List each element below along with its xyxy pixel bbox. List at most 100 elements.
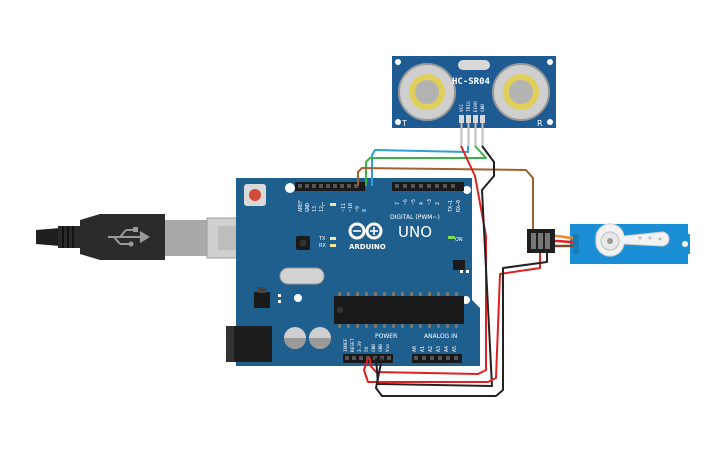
pin-2: 2 bbox=[435, 202, 441, 205]
mount-hole-2 bbox=[463, 186, 471, 194]
pin-gnd-1: GND bbox=[371, 344, 377, 352]
pin-11: ~11 bbox=[341, 203, 347, 212]
servo-connector-slots bbox=[531, 233, 550, 249]
pin-5: ~5 bbox=[411, 199, 417, 205]
power-pin-labels: IOREF RESET 3.3V 5V GND GND Vin bbox=[343, 338, 391, 352]
wire-servo-gnd-black bbox=[375, 253, 548, 397]
capacitor-2-shade bbox=[309, 338, 331, 349]
servo-hole bbox=[682, 241, 688, 247]
capacitor-1-shade bbox=[284, 338, 306, 349]
atmega-chip-pins bbox=[338, 292, 458, 328]
pin-a1: A1 bbox=[420, 346, 426, 352]
sensor-pin-echo: ECHO bbox=[473, 101, 479, 112]
wire-trig-blue bbox=[371, 146, 469, 186]
reset-button-cap[interactable] bbox=[249, 189, 261, 201]
hc-sr04-sensor: HC-SR04 T R VCC TRIG ECHO GND bbox=[392, 56, 556, 146]
led-l-label: L bbox=[322, 202, 325, 208]
power-header-title: POWER bbox=[375, 333, 397, 340]
arduino-uno-board: AREF GND 13 12 ~11 ~10 ~9 8 7 ~6 ~5 4 ~3… bbox=[226, 178, 480, 366]
led-tx-label: TX bbox=[318, 236, 326, 242]
pin-a0: A0 bbox=[412, 346, 418, 352]
led-on-icon bbox=[448, 236, 455, 239]
pin-3v3: 3.3V bbox=[357, 341, 363, 352]
led-l-icon bbox=[330, 203, 336, 206]
sensor-t-mark: T bbox=[401, 119, 407, 128]
pin-6: ~6 bbox=[403, 199, 409, 205]
pin-5v: 5V bbox=[364, 346, 370, 352]
wire-sensor-gnd-black bbox=[375, 145, 495, 387]
wire-servo-signal-brown bbox=[357, 167, 534, 229]
usb-cable bbox=[36, 214, 272, 260]
digital-header-pins bbox=[298, 184, 455, 188]
led-rx-icon bbox=[330, 244, 336, 247]
arduino-model: UNO bbox=[398, 223, 432, 241]
sensor-hole-1 bbox=[395, 59, 401, 65]
sensor-hole-2 bbox=[547, 59, 553, 65]
transmitter-transducer bbox=[398, 63, 456, 121]
pin-a4: A4 bbox=[444, 346, 450, 352]
pin-vin: Vin bbox=[385, 344, 391, 352]
pin-rx0: RX←0 bbox=[456, 200, 462, 212]
sensor-pin-legs bbox=[460, 123, 484, 146]
arduino-logo-icon bbox=[348, 222, 383, 240]
pin-10: ~10 bbox=[348, 203, 354, 212]
pin-gnd-2: GND bbox=[378, 344, 384, 352]
digital-header-title: DIGITAL (PWM~) bbox=[390, 214, 440, 221]
sensor-hole-3 bbox=[395, 119, 401, 125]
micro-servo bbox=[527, 223, 690, 264]
status-leds: L TX RX ON bbox=[318, 202, 463, 249]
pin-reset: RESET bbox=[350, 338, 356, 352]
chip-notch bbox=[337, 307, 343, 313]
usb-cable-strain-tip bbox=[36, 228, 60, 246]
mount-hole-1 bbox=[285, 183, 295, 193]
sensor-pin-trig: TRIG bbox=[466, 101, 472, 112]
receiver-transducer bbox=[492, 63, 550, 121]
usb-plug-metal bbox=[165, 220, 207, 256]
led-tx-icon bbox=[330, 237, 336, 240]
sensor-r-mark: R bbox=[537, 119, 543, 128]
wire-echo-green bbox=[365, 145, 487, 186]
pin-a3: A3 bbox=[436, 346, 442, 352]
dc-jack-front bbox=[226, 326, 234, 362]
pin-12: 12 bbox=[319, 206, 325, 212]
usb-cable-grip-lines bbox=[62, 226, 74, 248]
pin-7: 7 bbox=[395, 202, 401, 205]
sensor-pin-gnd: GND bbox=[480, 104, 486, 112]
analog-pin-labels: A0 A1 A2 A3 A4 A5 bbox=[412, 346, 458, 352]
arduino-brand: ARDUINO bbox=[349, 243, 386, 251]
wire-sensor-vcc-red bbox=[369, 145, 487, 375]
led-rx-label: RX bbox=[319, 243, 326, 249]
analog-header bbox=[412, 354, 462, 363]
pin-a5: A5 bbox=[452, 346, 458, 352]
icsp-header bbox=[453, 260, 465, 270]
pin-tx1: TX→1 bbox=[448, 200, 454, 212]
regulator-tab bbox=[258, 287, 266, 293]
sensor-pin-vcc: VCC bbox=[459, 104, 465, 112]
pin-8: 8 bbox=[362, 209, 368, 212]
sensor-title: HC-SR04 bbox=[452, 77, 491, 87]
usb-chip-core bbox=[300, 240, 306, 246]
voltage-regulator bbox=[254, 292, 270, 308]
digital-pin-labels: AREF GND 13 12 ~11 ~10 ~9 8 7 ~6 ~5 4 ~3… bbox=[298, 199, 462, 212]
mount-hole-3 bbox=[294, 294, 302, 302]
pin-4: 4 bbox=[419, 202, 425, 205]
pin-13: 13 bbox=[312, 206, 318, 212]
wires bbox=[357, 145, 548, 397]
led-on-label: ON bbox=[455, 237, 463, 243]
sensor-pin-labels: VCC TRIG ECHO GND bbox=[459, 101, 486, 112]
wire-servo-vcc-red bbox=[363, 253, 541, 383]
small-smd-parts bbox=[278, 270, 469, 303]
servo-horn-icon bbox=[595, 223, 670, 257]
crystal-oscillator bbox=[279, 267, 325, 285]
servo-ear-left bbox=[573, 234, 579, 254]
sensor-crystal bbox=[458, 60, 490, 70]
sensor-hole-4 bbox=[547, 119, 553, 125]
pin-aref: AREF bbox=[298, 200, 304, 212]
atmega-chip bbox=[334, 296, 464, 324]
pin-gnd-digital: GND bbox=[305, 203, 311, 212]
pin-9: ~9 bbox=[355, 206, 361, 212]
pin-ioref: IOREF bbox=[343, 338, 349, 352]
servo-leads bbox=[554, 234, 574, 248]
